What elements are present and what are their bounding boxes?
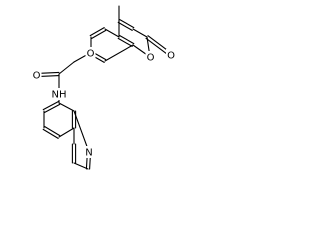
- bond-q8-q7-double: [44, 103, 61, 113]
- bond-c4-c3-double: [117, 21, 133, 31]
- bond-c8a-c4a-double: [117, 37, 133, 47]
- ether-oxygen-label: O: [87, 49, 95, 60]
- carbonyl-oxygen-mask: [31, 69, 42, 81]
- bond-layer: [36, 5, 173, 170]
- atom-label-layer: O NH O O O N: [31, 47, 176, 159]
- bond-q8-q7-double: [42, 101, 59, 111]
- bond-q5-q4a-single: [58, 127, 75, 138]
- bond-q8a-qn-single: [73, 110, 90, 153]
- bond-c8-c8a-single: [104, 44, 134, 62]
- bond-q6-q5-double: [42, 128, 59, 139]
- ring-oxygen-label: O: [147, 53, 155, 64]
- ether-oxygen-mask: [85, 47, 96, 59]
- bond-q2-q3-single: [73, 162, 89, 170]
- amide-nitrogen-label: NH: [52, 90, 67, 101]
- lactone-carbonyl-oxygen-label: O: [167, 51, 175, 62]
- bond-c4-c3-double: [119, 19, 135, 29]
- ring-oxygen-mask: [145, 51, 156, 63]
- bond-c8a-c4a-double: [119, 35, 135, 45]
- bond-c3-c2-single: [132, 28, 148, 38]
- carbonyl-oxygen-label: O: [33, 71, 41, 82]
- bond-q6-q5-double: [44, 126, 61, 137]
- molecule-structure-diagram: O NH O O O N: [31, 5, 176, 170]
- quinoline-nitrogen-label: N: [85, 148, 92, 159]
- quinoline-nitrogen-mask: [84, 146, 94, 158]
- amide-nitrogen-mask: [50, 88, 68, 100]
- bond-c4a-c5-single: [104, 28, 120, 38]
- bond-ch2-cco-single: [58, 61, 75, 75]
- bond-c5-c6-double: [89, 27, 105, 37]
- lactone-carbonyl-oxygen-mask: [166, 49, 176, 61]
- bond-c5-c6-double: [91, 29, 107, 39]
- bond-q8a-q8-single: [58, 102, 75, 112]
